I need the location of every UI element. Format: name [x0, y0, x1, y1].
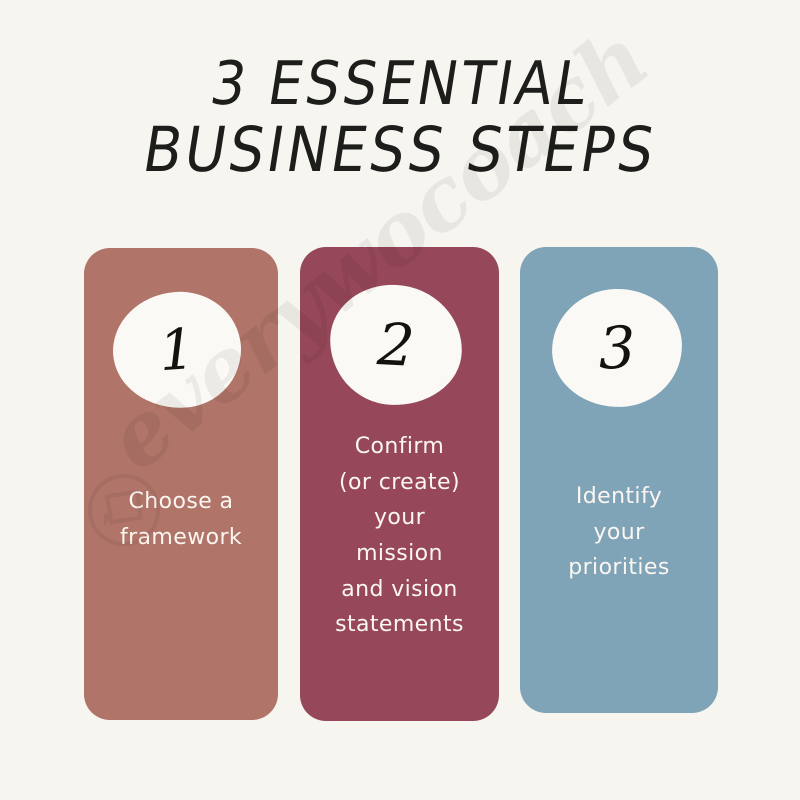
step-card-2: 2 Confirm (or create) your mission and v… — [300, 247, 499, 721]
step-label-line: your — [373, 505, 426, 531]
step-number-3: 3 — [597, 313, 637, 383]
step-label-line: Choose a — [128, 489, 234, 514]
step-card-3: 3 Identify your priorities — [520, 247, 718, 713]
step-number-2: 2 — [375, 310, 417, 380]
step-label-2: Confirm (or create) your mission and vis… — [306, 429, 493, 643]
step-card-1: 1 Choose a framework — [84, 248, 278, 720]
step-number-1: 1 — [156, 316, 198, 384]
step-number-blob-2: 2 — [326, 281, 466, 409]
step-label-line: priorities — [568, 555, 670, 581]
step-label-line: (or create) — [339, 469, 460, 495]
step-label-3: Identify your priorities — [526, 479, 712, 586]
step-label-line: statements — [335, 612, 464, 638]
step-label-line: Identify — [575, 484, 663, 509]
step-label-1: Choose a framework — [90, 484, 272, 555]
step-label-line: and vision — [341, 576, 458, 602]
step-label-line: mission — [356, 540, 443, 566]
step-number-blob-1: 1 — [109, 287, 245, 413]
step-label-line: your — [593, 519, 645, 545]
step-number-blob-3: 3 — [549, 286, 685, 410]
step-label-line: framework — [119, 524, 243, 550]
step-label-line: Confirm — [354, 434, 445, 459]
